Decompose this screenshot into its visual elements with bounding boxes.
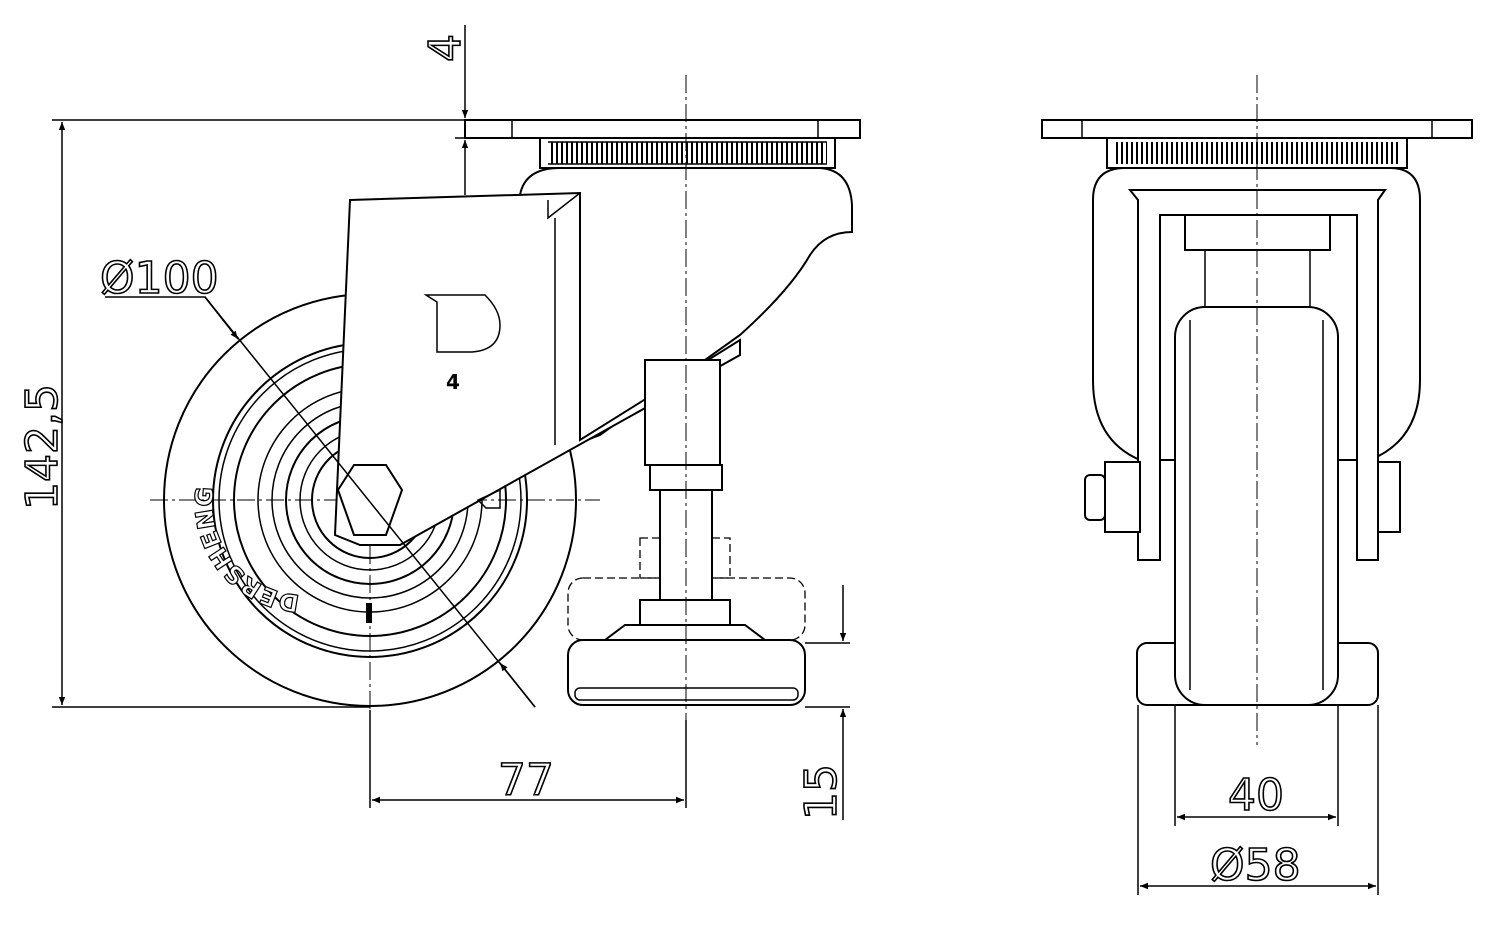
wheel-brand-text: DERSHENG: [190, 485, 301, 617]
dimension-total-height: 142,5: [16, 119, 465, 708]
logo-number: 4: [446, 370, 460, 394]
dimension-wheel-width: 40: [1174, 705, 1339, 826]
foot-height-label: 15: [796, 764, 847, 820]
front-fork: [1127, 189, 1387, 561]
dimension-plate-gap: 4: [419, 25, 540, 195]
side-view: DERSHENG 4: [16, 25, 861, 821]
axle-bolt-icon: [1084, 461, 1401, 533]
dimension-foot-height: 15: [795, 585, 850, 821]
dimension-wheel-diameter: Ø100: [99, 252, 536, 708]
front-view: 40 Ø58: [1041, 75, 1473, 895]
plate-gap-label: 4: [420, 34, 471, 62]
fork: 4: [333, 191, 741, 546]
valve-mark: [366, 603, 372, 623]
dimension-offset: 77: [369, 710, 687, 808]
bracket-width-label: Ø58: [1210, 840, 1301, 891]
top-plate: [464, 119, 861, 139]
logo-icon: [423, 294, 501, 353]
total-height-label: 142,5: [17, 384, 68, 510]
dimension-bracket-width: Ø58: [1137, 705, 1379, 895]
wheel-diameter-label: Ø100: [100, 253, 219, 304]
offset-label: 77: [498, 755, 554, 806]
wheel-width-label: 40: [1228, 770, 1284, 821]
